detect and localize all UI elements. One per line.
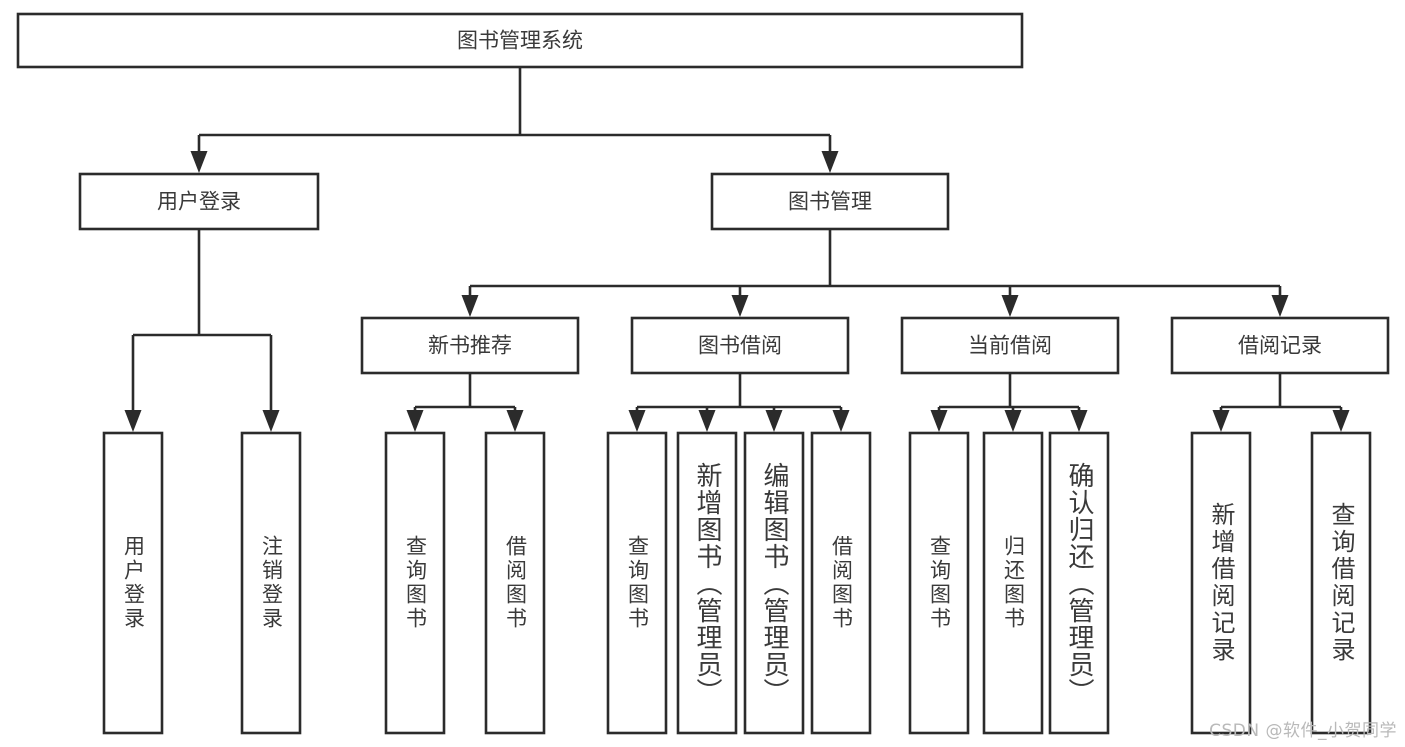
node-box-book-manage[interactable]	[710, 172, 950, 231]
node-box-leaf-return-book[interactable]	[982, 431, 1044, 735]
node-box-borrow-record[interactable]	[1170, 316, 1390, 375]
node-box-leaf-logout[interactable]	[240, 431, 302, 735]
node-label-current-borrow: 当前借阅	[968, 334, 1052, 358]
node-box-leaf-edit-book[interactable]	[743, 431, 805, 735]
watermark-text: CSDN @软件_小贺同学	[1209, 721, 1397, 741]
node-box-leaf-borrow-book-2[interactable]	[810, 431, 872, 735]
node-box-leaf-add-record[interactable]	[1190, 431, 1252, 735]
boxes-layer	[16, 12, 1390, 735]
node-box-leaf-query-record[interactable]	[1310, 431, 1372, 735]
node-box-leaf-confirm-return[interactable]	[1048, 431, 1110, 735]
node-label-user-login: 用户登录	[157, 190, 241, 214]
node-label-book-borrow: 图书借阅	[698, 334, 782, 358]
node-label-borrow-record: 借阅记录	[1238, 334, 1322, 358]
node-box-leaf-borrow-book-1[interactable]	[484, 431, 546, 735]
node-box-user-login[interactable]	[78, 172, 320, 231]
node-box-leaf-add-book[interactable]	[676, 431, 738, 735]
node-box-leaf-user-login[interactable]	[102, 431, 164, 735]
node-box-leaf-query-book-1[interactable]	[384, 431, 446, 735]
node-label-root: 图书管理系统	[457, 29, 583, 53]
node-box-new-book-rec[interactable]	[360, 316, 580, 375]
node-label-book-manage: 图书管理	[788, 190, 872, 214]
node-box-leaf-query-book-2[interactable]	[606, 431, 668, 735]
node-box-book-borrow[interactable]	[630, 316, 850, 375]
node-box-leaf-query-book-3[interactable]	[908, 431, 970, 735]
node-label-new-book-rec: 新书推荐	[428, 334, 512, 358]
node-box-current-borrow[interactable]	[900, 316, 1120, 375]
connectors-layer	[124, 67, 1350, 432]
node-box-root[interactable]	[16, 12, 1024, 69]
